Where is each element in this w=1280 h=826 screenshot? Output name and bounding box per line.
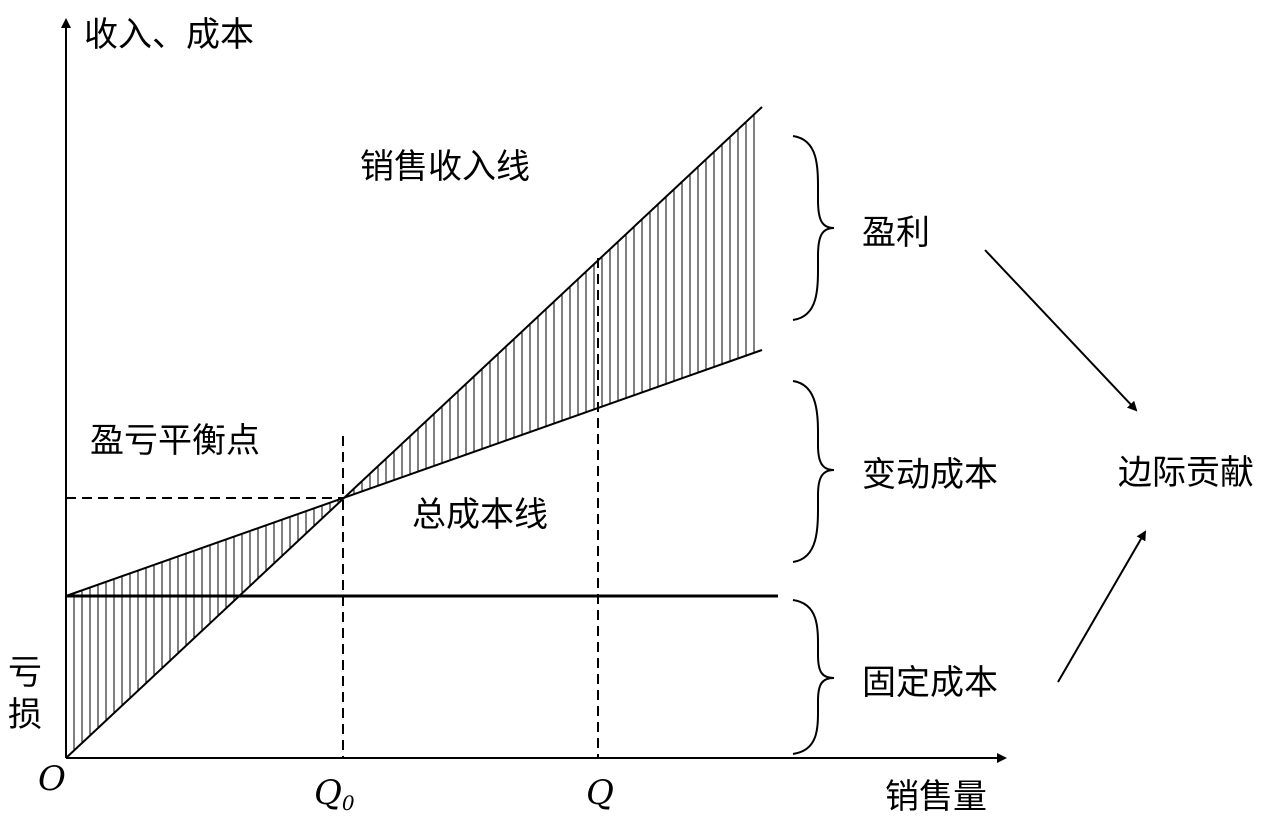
arrow-profit-to-margin	[984, 249, 1138, 412]
x-axis-label: 销售量	[885, 777, 987, 817]
fixed-cost-brace	[792, 599, 835, 755]
total-cost-line-label: 总成本线	[412, 495, 548, 535]
q0-label: Q0	[314, 773, 355, 815]
fixed-cost-label: 固定成本	[862, 663, 998, 703]
contribution-margin-label: 边际贡献	[1118, 453, 1254, 493]
total-cost-line	[65, 349, 763, 597]
loss-hatch-area	[73, 499, 339, 751]
variable-cost-brace	[792, 380, 835, 563]
profit-label: 盈利	[862, 213, 930, 253]
q0-subscript: 0	[342, 791, 355, 815]
profit-brace	[792, 135, 835, 321]
sales-revenue-line-label: 销售收入线	[360, 147, 530, 187]
loss-label-char-2: 损	[8, 695, 42, 735]
q-label: Q	[586, 773, 614, 813]
break-even-point-label: 盈亏平衡点	[90, 421, 260, 461]
origin-label: O	[38, 759, 66, 799]
profit-hatch-area	[353, 114, 755, 495]
q0-main: Q	[314, 773, 342, 813]
arrow-fixed-to-margin	[1057, 530, 1147, 683]
y-axis-label: 收入、成本	[84, 15, 254, 55]
sales-revenue-line	[65, 106, 763, 759]
loss-label-char-1: 亏	[8, 653, 42, 693]
variable-cost-label: 变动成本	[862, 455, 998, 495]
